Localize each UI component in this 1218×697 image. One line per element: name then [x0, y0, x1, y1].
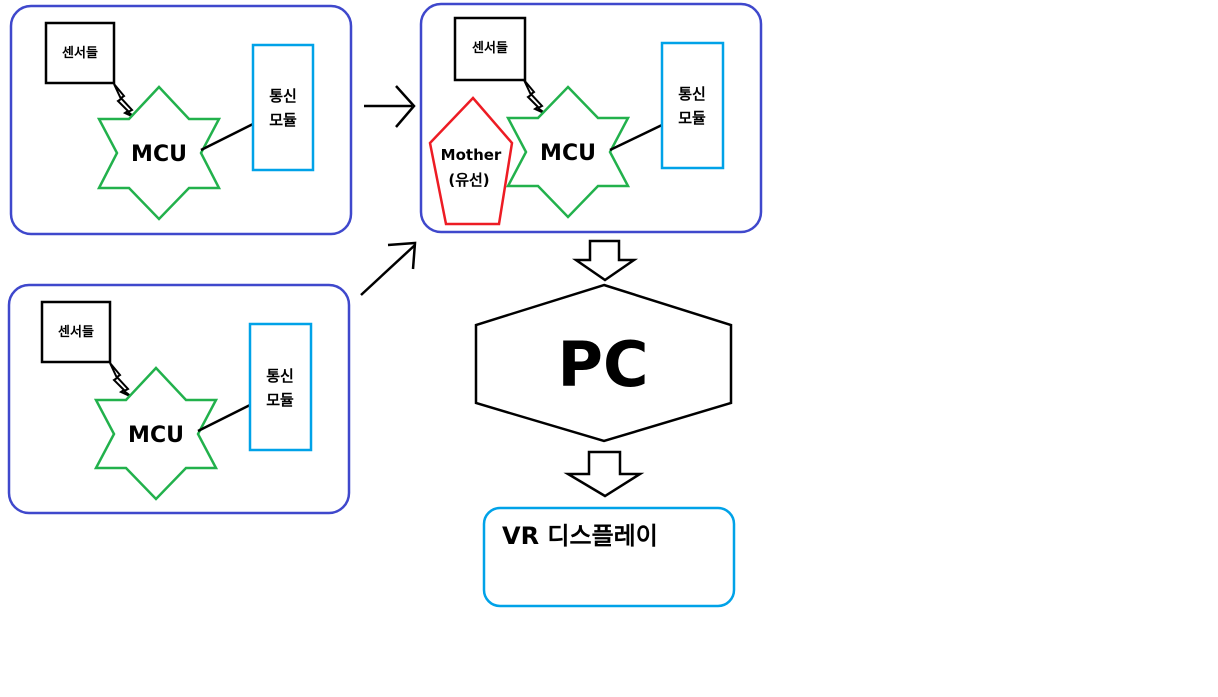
pc-node: PC	[474, 283, 733, 443]
lightning-icon	[113, 83, 137, 119]
vr-display-label: VR 디스플레이	[502, 522, 658, 550]
mcu-to-module-link	[200, 122, 254, 152]
comm-module-label-line2: 모듈	[678, 109, 706, 127]
mother-node-panel: 센서들 Mother (유선) MCU 통신 모듈	[419, 2, 763, 234]
mother-label-line2: (유선)	[448, 171, 489, 189]
mcu-star	[93, 366, 219, 501]
sensors-box	[44, 21, 116, 85]
mcu-label: MCU	[540, 141, 596, 166]
mcu-star	[505, 85, 631, 219]
mcu-label: MCU	[128, 423, 184, 448]
comm-module-label-line1: 통신	[678, 85, 706, 103]
comm-module-label-line2: 모듈	[269, 111, 297, 129]
sensor-node-panel-2: 센서들 MCU 통신 모듈	[7, 283, 351, 515]
sensor-node-panel-1: 센서들 MCU 통신 모듈	[9, 4, 353, 236]
pc-label: PC	[558, 328, 649, 401]
down-arrow-mother-to-pc	[571, 239, 639, 282]
sensors-label: 센서들	[58, 324, 94, 340]
lightning-icon	[109, 362, 133, 398]
comm-module-label-line2: 모듈	[266, 391, 294, 409]
lightning-icon	[523, 79, 547, 115]
mother-pentagon	[428, 96, 514, 226]
sensors-label: 센서들	[472, 40, 508, 56]
comm-module-label-line1: 통신	[266, 367, 294, 385]
comm-module-box	[251, 43, 315, 172]
mother-label-line1: Mother	[441, 146, 502, 164]
comm-module-label-line1: 통신	[269, 87, 297, 105]
sensors-label: 센서들	[62, 45, 98, 61]
mcu-label: MCU	[131, 142, 187, 167]
mcu-star	[96, 85, 222, 221]
sensors-box	[453, 16, 527, 82]
arrow-panel2-to-mother	[360, 241, 417, 296]
comm-module-box	[660, 41, 725, 170]
comm-module-box	[248, 322, 313, 452]
sensors-box	[40, 300, 112, 364]
mcu-to-module-link	[609, 123, 663, 152]
arrow-panel1-to-mother	[364, 85, 416, 128]
mcu-to-module-link	[197, 403, 251, 433]
vr-display-node: VR 디스플레이	[482, 506, 736, 608]
down-arrow-pc-to-vr	[563, 450, 645, 498]
